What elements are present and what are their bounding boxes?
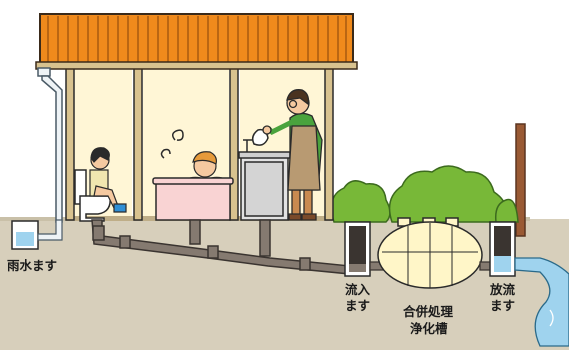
label-outflow-basin-2: ます	[490, 298, 515, 313]
bushes	[330, 165, 519, 223]
label-rain-basin: 雨水ます	[7, 258, 57, 273]
label-inflow-basin-1: 流入	[345, 282, 371, 297]
adult-washing-dishes	[262, 89, 323, 221]
fence-post	[515, 123, 526, 237]
label-septic-tank-1: 合併処理	[403, 304, 454, 319]
septic-tank	[377, 217, 483, 289]
rain-basin	[11, 219, 63, 250]
sink-icon	[238, 128, 291, 221]
inflow-basin	[344, 221, 371, 277]
ground	[0, 219, 569, 350]
roof	[35, 13, 358, 70]
steam-icon	[160, 129, 184, 159]
toilet-icon	[74, 169, 111, 222]
outflow-basin	[489, 221, 516, 277]
label-outflow-basin-1: 放流	[489, 282, 516, 297]
bathtub-icon	[152, 151, 234, 221]
rain-gutter	[37, 67, 63, 223]
discharge-water	[514, 257, 569, 347]
label-septic-tank-2: 浄化槽	[410, 321, 448, 336]
drain-pipes	[91, 219, 351, 275]
child-on-toilet	[89, 147, 127, 213]
label-inflow-basin-2: ます	[345, 298, 370, 313]
